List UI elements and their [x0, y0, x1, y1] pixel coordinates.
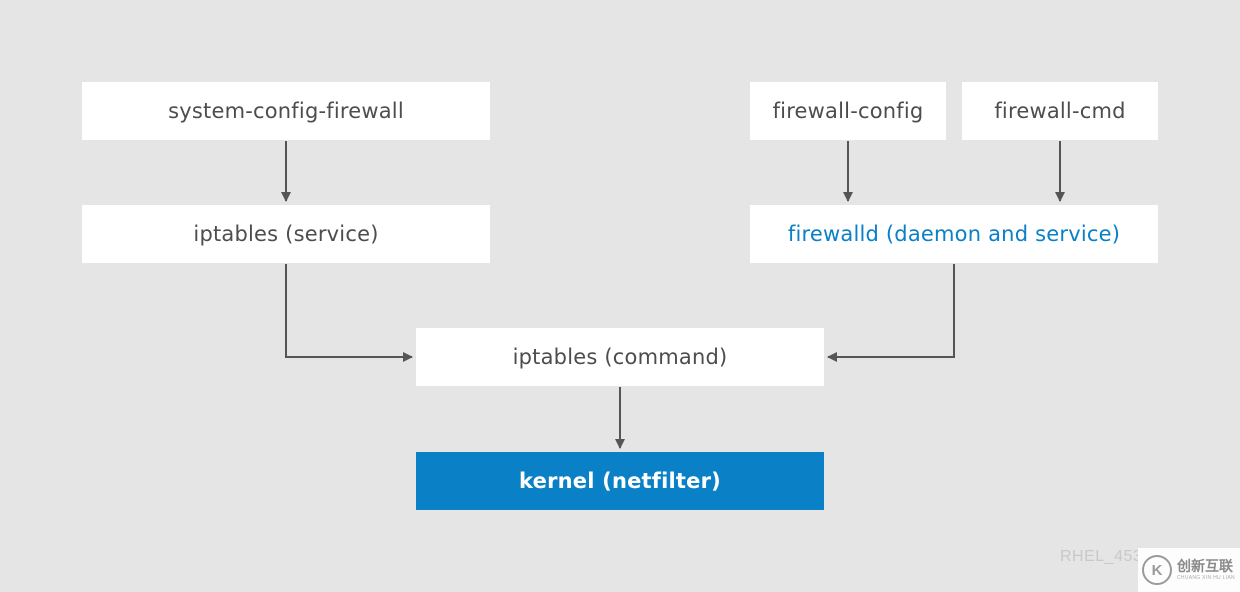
node-label: iptables (service): [193, 222, 379, 246]
logo-en: CHUANG XIN HU LIAN: [1177, 574, 1235, 581]
logo-cn: 创新互联: [1177, 558, 1233, 575]
edge-iptables-service-to-iptables-command: [285, 264, 413, 362]
node-system-config-firewall: system-config-firewall: [82, 82, 490, 140]
watermark-logo: K 创新互联 CHUANG XIN HU LIAN: [1138, 548, 1240, 592]
logo-text: 创新互联 CHUANG XIN HU LIAN: [1177, 560, 1235, 581]
node-firewall-cmd: firewall-cmd: [962, 82, 1158, 140]
node-iptables-service: iptables (service): [82, 205, 490, 263]
figure-id-watermark: RHEL_453: [1060, 548, 1143, 565]
node-label: system-config-firewall: [168, 99, 404, 123]
node-firewalld: firewalld (daemon and service): [750, 205, 1158, 263]
node-label: firewall-cmd: [994, 99, 1126, 123]
logo-icon: K: [1142, 555, 1172, 585]
node-firewall-config: firewall-config: [750, 82, 946, 140]
node-kernel: kernel (netfilter): [416, 452, 824, 510]
node-iptables-command: iptables (command): [416, 328, 824, 386]
node-label: iptables (command): [512, 345, 728, 369]
node-label: firewall-config: [772, 99, 924, 123]
node-label: kernel (netfilter): [519, 469, 721, 493]
edge-firewalld-to-iptables-command: [827, 264, 955, 362]
node-label: firewalld (daemon and service): [787, 222, 1121, 246]
